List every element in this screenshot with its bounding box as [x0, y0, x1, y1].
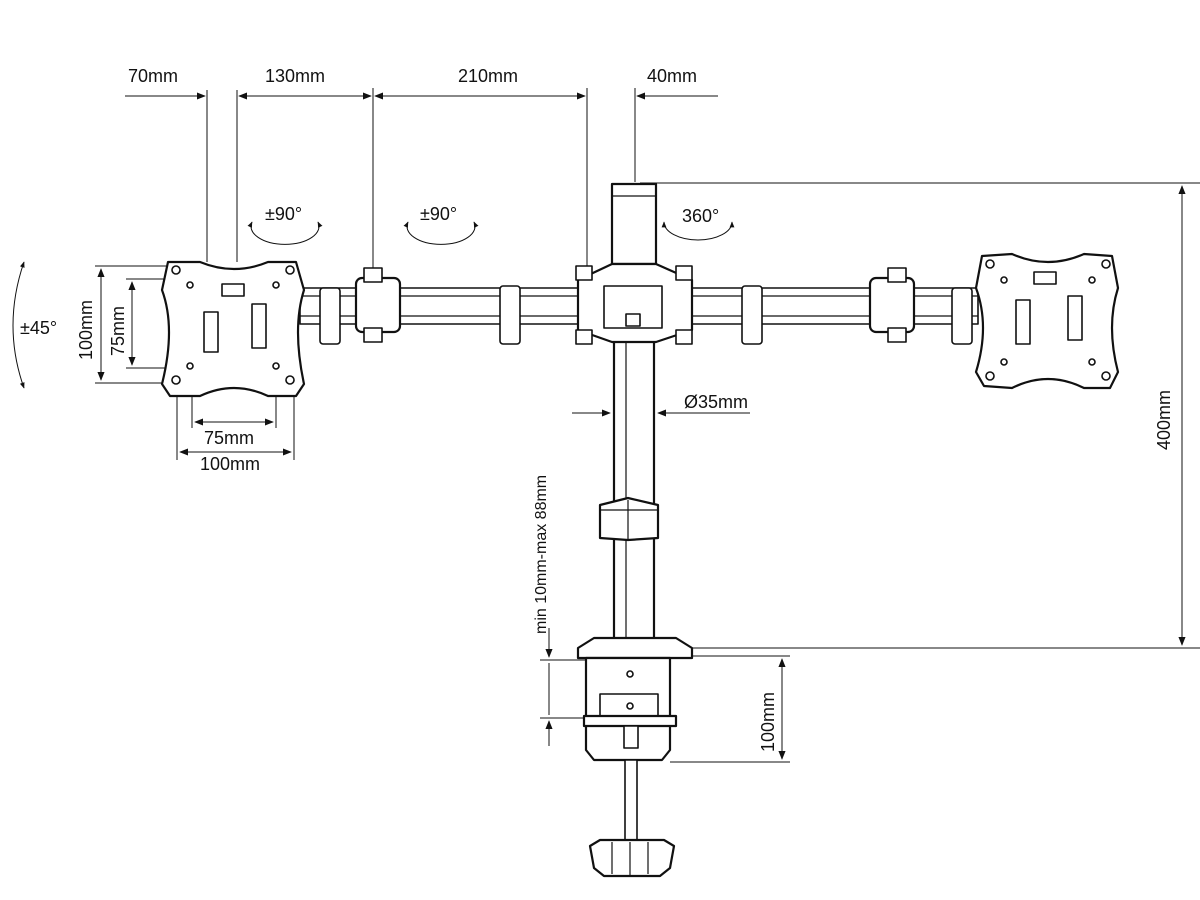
arm-assembly	[299, 262, 979, 345]
right-elbow-joint	[868, 276, 916, 334]
hub-bolt-1	[575, 265, 593, 281]
right-vesa-plate	[974, 252, 1120, 390]
pole-shaft	[612, 338, 656, 652]
arm-clip-2	[499, 285, 521, 345]
pole-diameter-label: Ø35mm	[684, 392, 748, 412]
hub-bolt-2	[675, 265, 693, 281]
dim-70mm: 70mm	[128, 66, 178, 86]
cable-clip	[598, 496, 660, 542]
dim-40mm: 40mm	[647, 66, 697, 86]
arm-clip-4	[951, 287, 973, 345]
rotation-indicator-middle-arm: ±90°	[403, 204, 479, 245]
right-plate-slot-1	[1015, 299, 1031, 345]
clamp-lower-plate	[582, 714, 678, 728]
right-plate-lock	[1033, 271, 1057, 285]
left-plate-slot-1	[203, 311, 219, 353]
tilt-label: ±45°	[20, 318, 57, 338]
pole-top	[610, 182, 658, 266]
left-elbow-bolt-top	[363, 267, 383, 283]
hub-lock	[625, 313, 641, 327]
right-plate-slot-2	[1067, 295, 1083, 341]
clamp-height-dimension: 100mm	[670, 655, 790, 763]
clamp-knob	[588, 838, 676, 878]
vesa-w-100-label: 100mm	[200, 454, 260, 474]
vesa-h-75-label: 75mm	[108, 306, 128, 356]
dim-210mm: 210mm	[458, 66, 518, 86]
left-plate-slot-2	[251, 303, 267, 349]
top-dimensions: 70mm 130mm 210mm 40mm	[125, 66, 718, 270]
left-elbow-joint	[354, 276, 402, 334]
rot-pole-label: 360°	[682, 206, 719, 226]
hub-bolt-3	[575, 329, 593, 345]
desk-clamp	[576, 636, 694, 878]
left-vesa-plate	[160, 260, 306, 398]
pole-diameter-dimension: Ø35mm	[572, 392, 750, 417]
tilt-indicator: ±45°	[12, 261, 57, 389]
clamp-range-label: min 10mm-max 88mm	[533, 475, 550, 634]
clamp-height-label: 100mm	[758, 692, 778, 752]
right-elbow-bolt-bottom	[887, 327, 907, 343]
right-elbow-bolt-top	[887, 267, 907, 283]
rot-left-arm-label: ±90°	[265, 204, 302, 224]
right-arm-tube	[659, 287, 979, 325]
height-dimension: 400mm	[640, 182, 1200, 649]
clamp-screw	[624, 759, 638, 843]
clamp-nut	[623, 725, 639, 749]
clamp-range-dimension: min 10mm-max 88mm	[533, 475, 585, 746]
left-plate-lock	[221, 283, 245, 297]
dim-400mm: 400mm	[1154, 390, 1174, 450]
clamp-top-plate	[576, 636, 694, 660]
vesa-h-100-label: 100mm	[76, 300, 96, 360]
rotation-indicator-pole: 360°	[661, 206, 735, 241]
arm-clip-1	[319, 287, 341, 345]
vesa-w-75-label: 75mm	[204, 428, 254, 448]
left-elbow-bolt-bottom	[363, 327, 383, 343]
vesa-dimensions: 100mm 75mm 75mm 100mm	[76, 265, 295, 474]
rot-mid-arm-label: ±90°	[420, 204, 457, 224]
left-arm-tube	[299, 287, 601, 325]
rotation-indicator-left-arm: ±90°	[247, 204, 323, 245]
dim-130mm: 130mm	[265, 66, 325, 86]
arm-clip-3	[741, 285, 763, 345]
pole	[598, 182, 660, 652]
hub-bolt-4	[675, 329, 693, 345]
